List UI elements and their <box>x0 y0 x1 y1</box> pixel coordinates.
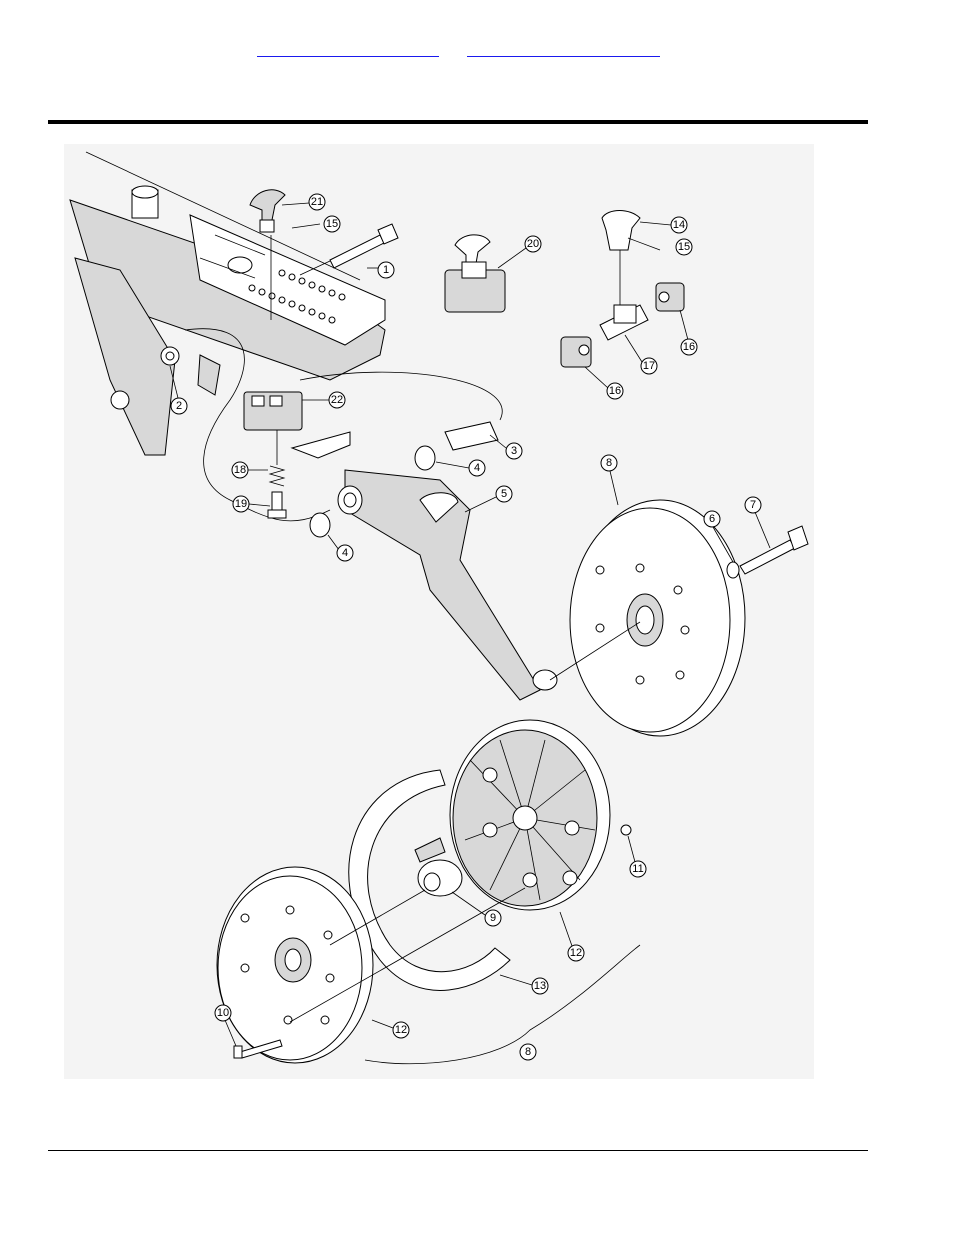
svg-text:16: 16 <box>609 385 621 397</box>
callout-18: 18 <box>231 461 268 479</box>
svg-text:11: 11 <box>632 863 643 875</box>
svg-text:1: 1 <box>383 264 389 276</box>
svg-text:4: 4 <box>342 547 348 559</box>
callout-13: 13 <box>499 974 549 995</box>
bolt-1 <box>299 223 399 276</box>
callout-16b: 16 <box>584 366 624 400</box>
svg-text:20: 20 <box>527 238 539 250</box>
svg-text:13: 13 <box>534 980 546 992</box>
callout-20: 20 <box>497 235 542 269</box>
callout-7: 7 <box>744 496 771 549</box>
callout-12a: 12 <box>559 911 585 962</box>
lower-wheel-assembly <box>216 719 641 1065</box>
callout-8b: 8 <box>519 1043 537 1061</box>
svg-text:19: 19 <box>235 498 247 510</box>
svg-text:17: 17 <box>643 360 655 372</box>
svg-text:5: 5 <box>501 488 507 500</box>
svg-text:8: 8 <box>525 1046 531 1058</box>
callout-9: 9 <box>451 891 502 927</box>
svg-text:9: 9 <box>490 912 496 924</box>
svg-text:15: 15 <box>326 218 338 230</box>
wheel-8 <box>549 499 746 737</box>
svg-text:3: 3 <box>511 445 517 457</box>
callout-16a: 16 <box>679 309 698 356</box>
callout-19: 19 <box>232 495 271 513</box>
header-rule <box>48 120 868 124</box>
svg-text:7: 7 <box>750 499 756 511</box>
svg-text:18: 18 <box>234 464 246 476</box>
svg-text:12: 12 <box>570 947 582 959</box>
callout-4a: 4 <box>435 459 486 477</box>
callout-12b: 12 <box>371 1019 410 1039</box>
footer-rule <box>48 1150 868 1151</box>
svg-text:15: 15 <box>678 241 690 253</box>
callout-15a: 15 <box>323 215 341 233</box>
handle-21 <box>249 189 321 320</box>
svg-text:6: 6 <box>709 513 715 525</box>
callout-17: 17 <box>624 334 658 375</box>
svg-text:2: 2 <box>176 400 182 412</box>
parts-diagram: 1 2 3 4 4 5 6 7 8 8 9 10 11 12 12 13 14 … <box>64 144 814 1079</box>
callout-11: 11 <box>627 835 647 878</box>
bolt-7-washer-6 <box>726 525 809 579</box>
callout-6: 6 <box>703 510 734 563</box>
svg-text:8: 8 <box>606 457 612 469</box>
callout-3: 3 <box>489 434 523 460</box>
pad-spring-bolt <box>243 391 303 519</box>
callout-8a: 8 <box>600 454 619 506</box>
svg-text:22: 22 <box>331 394 343 406</box>
callouts: 1 2 3 4 4 5 6 7 8 8 9 10 11 12 12 13 14 … <box>169 193 771 1061</box>
callout-14: 14 <box>639 216 688 234</box>
callout-21: 21 <box>281 193 326 211</box>
callout-4b: 4 <box>327 534 354 562</box>
callout-1: 1 <box>367 261 395 279</box>
header-link-2[interactable] <box>467 44 660 57</box>
pivot-arm <box>290 421 558 701</box>
frame-shank <box>69 151 503 522</box>
callout-10: 10 <box>214 1004 237 1047</box>
svg-text:21: 21 <box>311 196 323 208</box>
callout-22: 22 <box>302 391 346 409</box>
callout-2: 2 <box>169 365 188 415</box>
svg-text:14: 14 <box>673 219 685 231</box>
handle-assembly-20 <box>444 234 506 313</box>
header-link-1[interactable] <box>257 44 439 57</box>
svg-text:12: 12 <box>395 1024 407 1036</box>
callout-5: 5 <box>464 485 513 513</box>
svg-text:10: 10 <box>217 1007 229 1019</box>
svg-text:16: 16 <box>683 341 695 353</box>
svg-text:4: 4 <box>474 462 480 474</box>
handle-parts-group <box>560 210 685 368</box>
callout-15b: 15 <box>675 238 693 256</box>
